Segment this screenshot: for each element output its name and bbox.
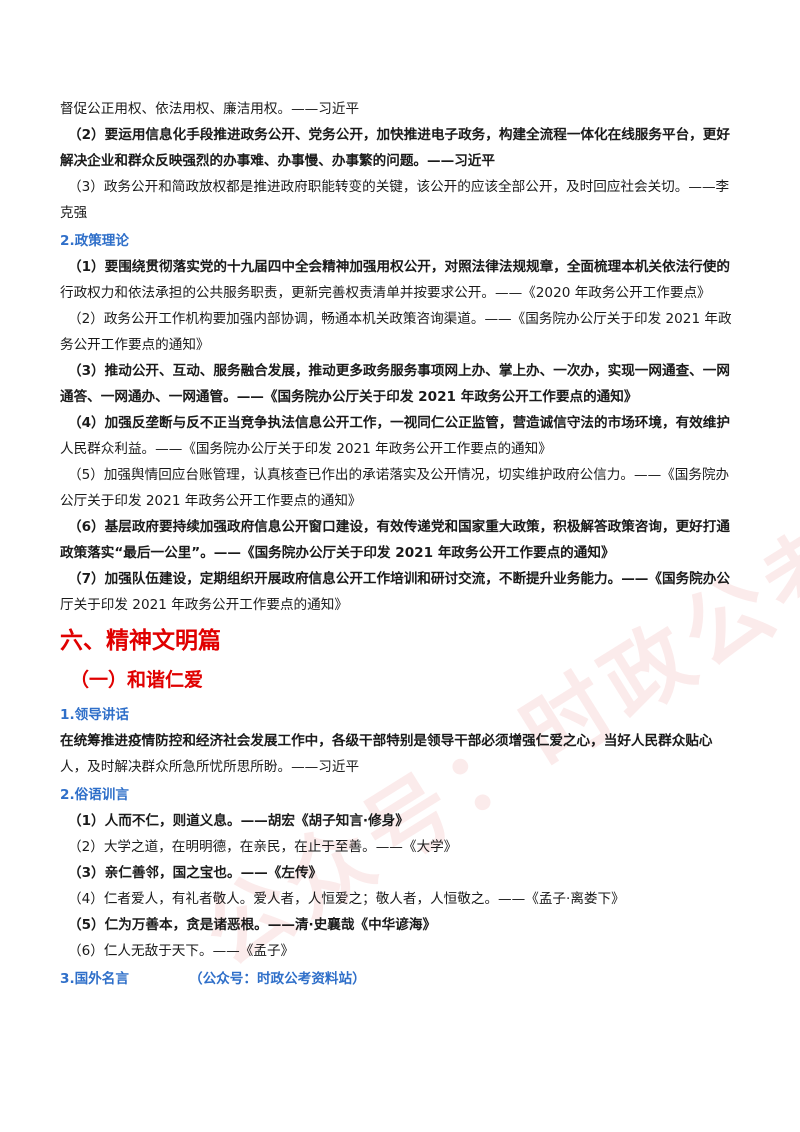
text-line: （3）政务公开和简政放权都是推进政府职能转变的关键，该公开的应该全部公开，及时回…	[68, 179, 730, 195]
section-heading-leader: 1.领导讲话	[60, 707, 129, 723]
text-line: （4）加强反垄断与反不正当竞争执法信息公开工作，一视同仁公正监管，营造诚信守法的…	[68, 415, 730, 431]
text-line: （4）仁者爱人，有礼者敬人。爱人者，人恒爱之；敬人者，人恒敬之。——《孟子·离娄…	[68, 891, 625, 907]
text-line: 公厅关于印发 2021 年政务公开工作要点的通知》	[60, 493, 362, 509]
text-line: （3）推动公开、互动、服务融合发展，推动更多政务服务事项网上办、掌上办、一次办，…	[68, 363, 730, 379]
section-heading-proverb: 2.俗语训言	[60, 787, 129, 803]
text-line: （1）要围绕贯彻落实党的十九届四中全会精神加强用权公开，对照法律法规规章，全面梳…	[68, 259, 730, 275]
text-line: 务公开工作要点的通知》	[60, 337, 210, 353]
text-line: （6）仁人无敌于天下。——《孟子》	[68, 943, 295, 959]
text-line: （2）要运用信息化手段推进政务公开、党务公开，加快推进电子政务，构建全流程一体化…	[68, 127, 730, 143]
text-line: 厅关于印发 2021 年政务公开工作要点的通知》	[60, 597, 348, 613]
text-line: （2）政务公开工作机构要加强内部协调，畅通本机关政策咨询渠道。——《国务院办公厅…	[68, 311, 732, 327]
section-heading-foreign: 3.国外名言 （公众号：时政公考资料站）	[60, 966, 750, 992]
text-line: 人民群众利益。——《国务院办公厅关于印发 2021 年政务公开工作要点的通知》	[60, 441, 552, 457]
text-line: 在统筹推进疫情防控和经济社会发展工作中，各级干部特别是领导干部必须增强仁爱之心，…	[60, 733, 713, 749]
subsection-title: （一）和谐仁爱	[70, 669, 204, 691]
text-line: （5）加强舆情回应台账管理，认真核查已作出的承诺落实及公开情况，切实维护政府公信…	[68, 467, 730, 483]
text-line: （5）仁为万善本，贪是诸恶根。——清·史襄哉《中华谚海》	[68, 917, 437, 933]
text-line: （7）加强队伍建设，定期组织开展政府信息公开工作培训和研讨交流，不断提升业务能力…	[68, 571, 730, 587]
source-note: （公众号：时政公考资料站）	[189, 971, 366, 987]
text-line: 通答、一网通办、一网通管。——《国务院办公厅关于印发 2021 年政务公开工作要…	[60, 389, 638, 405]
foreign-heading-label: 3.国外名言	[60, 971, 129, 987]
text-line: （1）人而不仁，则道义息。——胡宏《胡子知言·修身》	[68, 813, 409, 829]
chapter-title: 六、精神文明篇	[60, 628, 221, 654]
text-line: 克强	[60, 205, 88, 221]
text-line: （6）基层政府要持续加强政府信息公开窗口建设，有效传递党和国家重大政策，积极解答…	[68, 519, 730, 535]
text-line: （3）亲仁善邻，国之宝也。——《左传》	[68, 865, 323, 881]
text-line: 行政权力和依法承担的公共服务职责，更新完善权责清单并按要求公开。——《2020 …	[60, 285, 711, 301]
text-line: 解决企业和群众反映强烈的办事难、办事慢、办事繁的问题。——习近平	[60, 153, 495, 169]
text-line: 督促公正用权、依法用权、廉洁用权。——习近平	[60, 101, 360, 117]
text-line: 人，及时解决群众所急所忧所思所盼。——习近平	[60, 759, 360, 775]
text-line: 政策落实“最后一公里”。——《国务院办公厅关于印发 2021 年政务公开工作要点…	[60, 545, 615, 561]
text-line: （2）大学之道，在明明德，在亲民，在止于至善。——《大学》	[68, 839, 458, 855]
section-heading-policy: 2.政策理论	[60, 233, 129, 249]
document-page: 督促公正用权、依法用权、廉洁用权。——习近平 （2）要运用信息化手段推进政务公开…	[60, 96, 750, 992]
